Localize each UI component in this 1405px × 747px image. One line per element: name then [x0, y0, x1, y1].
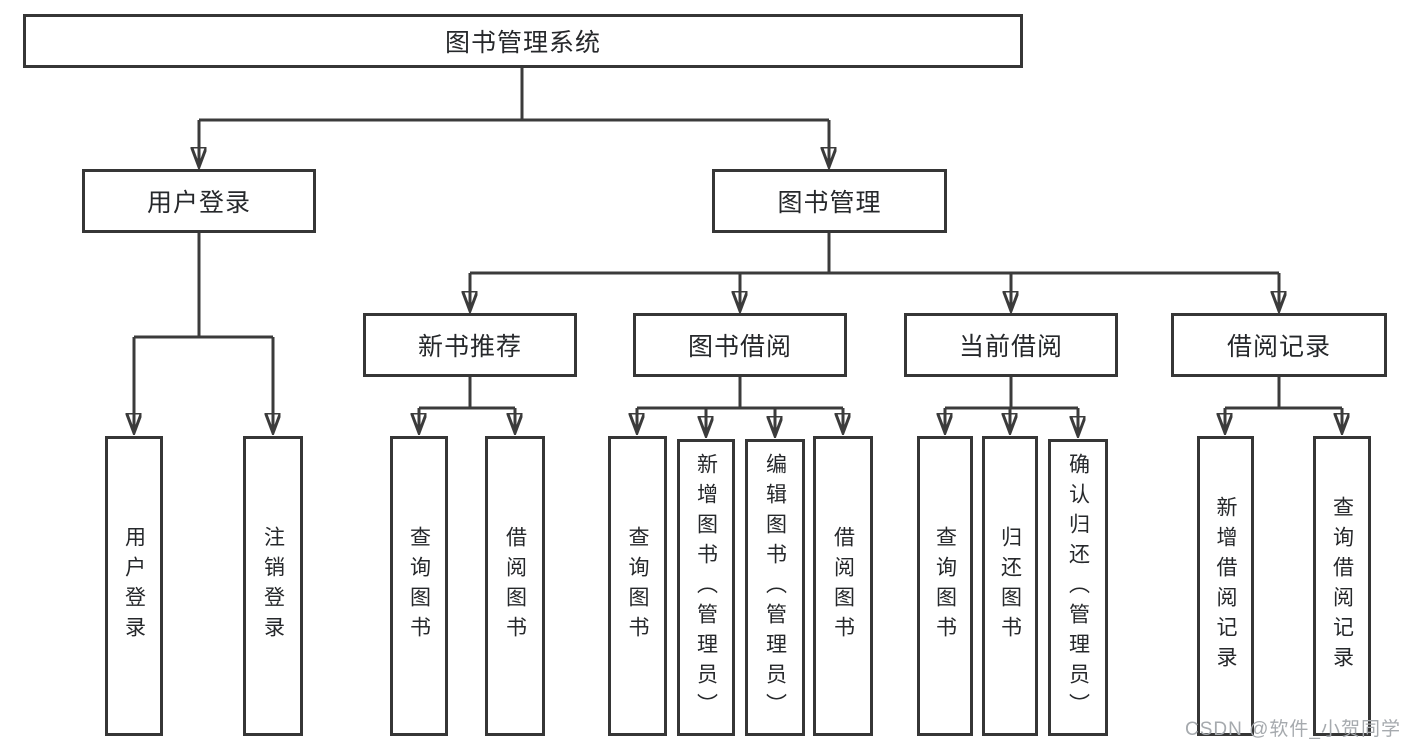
leaf-label: 查询图书 — [933, 526, 957, 646]
leaf-label: 查询图书 — [407, 526, 431, 646]
leaf-newbook-borrow-book: 借阅图书 — [485, 436, 545, 736]
leaf-current-return-book: 归还图书 — [982, 436, 1038, 736]
leaf-label: 借阅图书 — [831, 526, 855, 646]
node-user-login: 用户登录 — [82, 169, 316, 233]
leaf-record-query-borrow-record: 查询借阅记录 — [1313, 436, 1371, 736]
leaf-label: 确认归还（管理员） — [1066, 452, 1090, 723]
node-new-book-recommend: 新书推荐 — [363, 313, 577, 377]
leaf-label: 新增图书（管理员） — [694, 452, 718, 723]
leaf-newbook-query-book: 查询图书 — [390, 436, 448, 736]
leaf-record-add-borrow-record: 新增借阅记录 — [1197, 436, 1254, 736]
node-label: 图书管理 — [777, 189, 882, 217]
watermark-text: CSDN @软件_小贺同学 — [1185, 719, 1401, 740]
leaf-current-query-book: 查询图书 — [917, 436, 973, 736]
node-borrow-record: 借阅记录 — [1171, 313, 1387, 377]
leaf-label: 新增借阅记录 — [1214, 496, 1237, 676]
leaf-user-login: 用户登录 — [105, 436, 163, 736]
node-book-management: 图书管理 — [712, 169, 947, 233]
leaf-borrow-edit-book-admin: 编辑图书（管理员） — [745, 439, 805, 736]
leaf-label: 查询图书 — [626, 526, 649, 646]
leaf-label: 查询借阅记录 — [1330, 496, 1354, 676]
leaf-label: 归还图书 — [998, 526, 1022, 646]
node-current-borrow: 当前借阅 — [904, 313, 1118, 377]
leaf-label: 注销登录 — [261, 526, 285, 646]
node-root-system: 图书管理系统 — [23, 14, 1023, 68]
leaf-borrow-borrow-book: 借阅图书 — [813, 436, 873, 736]
node-book-borrow: 图书借阅 — [633, 313, 847, 377]
leaf-label: 编辑图书（管理员） — [763, 452, 787, 723]
node-label: 图书借阅 — [687, 333, 792, 361]
node-label: 图书管理系统 — [444, 29, 601, 57]
leaf-borrow-add-book-admin: 新增图书（管理员） — [677, 439, 735, 736]
leaf-label: 用户登录 — [122, 526, 146, 646]
node-label: 当前借阅 — [958, 333, 1063, 361]
leaf-borrow-query-book: 查询图书 — [608, 436, 667, 736]
node-label: 新书推荐 — [417, 333, 522, 361]
node-label: 借阅记录 — [1226, 333, 1331, 361]
leaf-logout: 注销登录 — [243, 436, 303, 736]
leaf-label: 借阅图书 — [503, 526, 527, 646]
node-label: 用户登录 — [146, 189, 251, 217]
leaf-current-confirm-return-admin: 确认归还（管理员） — [1048, 439, 1108, 736]
